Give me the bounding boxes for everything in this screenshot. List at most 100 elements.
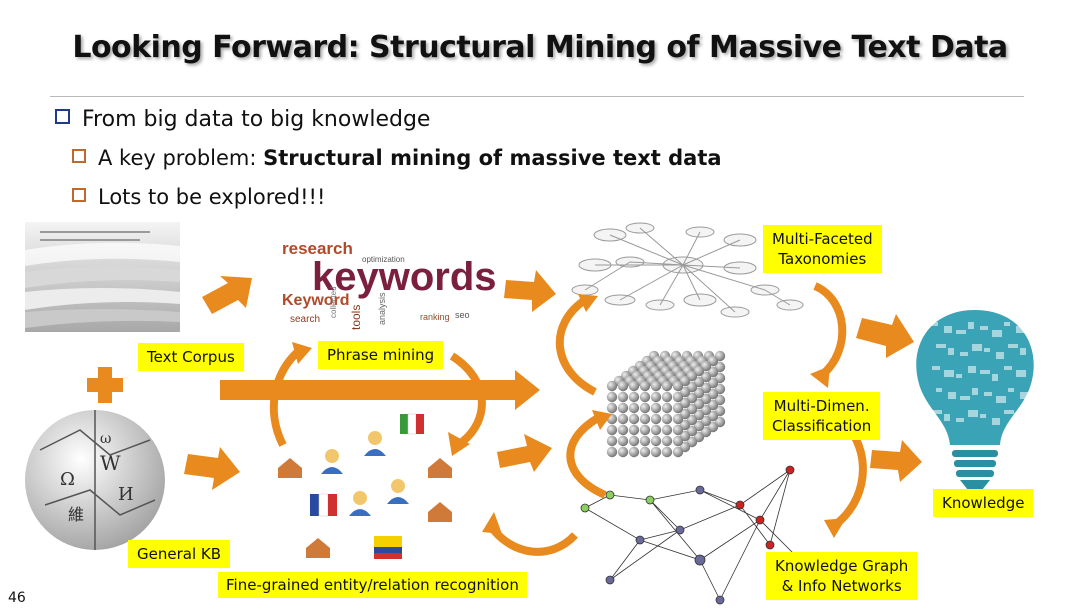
bulb-tile <box>932 410 942 414</box>
cube-sphere <box>661 402 673 414</box>
label-taxonomies-line2: Taxonomies <box>778 250 867 268</box>
cube-sphere <box>639 380 651 392</box>
cube-sphere <box>628 380 640 392</box>
cube-sphere <box>628 413 640 425</box>
cube-sphere <box>661 435 673 447</box>
bullet-2: A key problem: Structural mining of mass… <box>72 146 722 170</box>
curved-arrow-icon <box>832 427 867 529</box>
cube-sphere <box>628 402 640 414</box>
bulb-tile <box>1004 322 1010 326</box>
person-icon <box>387 479 409 504</box>
wordcloud-analysis: analysis <box>377 292 387 325</box>
cube-sphere <box>650 413 662 425</box>
cube-sphere <box>661 413 673 425</box>
wordcloud-research: research <box>282 239 353 258</box>
bulb-tile <box>968 366 976 373</box>
house-icon <box>306 538 330 558</box>
cube-sphere <box>672 380 684 392</box>
italy-flag-icon <box>400 413 424 435</box>
bulb-tile <box>968 410 978 417</box>
title-divider <box>50 96 1024 97</box>
bulb-tile <box>1016 370 1026 377</box>
wikipedia-globe-icon: W Ω И 維 ω <box>25 410 165 550</box>
cube-sphere <box>672 446 684 458</box>
wordcloud-search: search <box>290 314 320 325</box>
bulb-tile <box>992 418 1000 425</box>
arrow-right-icon <box>497 434 552 472</box>
cube-sphere <box>617 413 629 425</box>
person-icon <box>349 491 371 516</box>
label-phrase-mining: Phrase mining <box>318 341 444 369</box>
cube-sphere <box>617 380 629 392</box>
bulb-tile <box>948 348 954 355</box>
cube-sphere <box>672 402 684 414</box>
wordcloud-optimization: optimization <box>362 255 405 264</box>
label-general-kb: General KB <box>128 540 231 568</box>
wiki-glyph-wei: 維 <box>68 505 84 524</box>
house-icon <box>278 458 302 478</box>
curved-arrow-icon <box>269 346 303 447</box>
sub-bullet-square-icon <box>72 188 86 202</box>
bulb-tile <box>936 388 942 392</box>
bulb-tile <box>956 330 966 334</box>
cube-sphere <box>628 424 640 436</box>
sub-bullet-square-icon <box>72 149 86 163</box>
cube-sphere <box>639 402 651 414</box>
label-knowledge-graph-line1: Knowledge Graph <box>775 557 909 575</box>
label-classification-line1: Multi-Dimen. <box>773 397 870 415</box>
wordcloud-seo: seo <box>455 310 470 320</box>
bulb-tile <box>992 330 1002 337</box>
label-text-corpus: Text Corpus <box>138 343 244 371</box>
bulb-tile <box>996 396 1006 403</box>
person-icon <box>364 431 386 456</box>
cube-sphere <box>628 446 640 458</box>
cube-sphere <box>672 435 684 447</box>
curved-arrow-heads <box>292 294 846 538</box>
keywords-wordcloud-image: research keywords Keyword optimization t… <box>282 239 497 330</box>
label-taxonomies-line1: Multi-Faceted <box>772 230 873 248</box>
bulb-tile <box>944 414 950 421</box>
bullet-3: Lots to be explored!!! <box>72 185 325 209</box>
cube-sphere <box>650 402 662 414</box>
arrow-right-icon <box>870 440 922 482</box>
cube-sphere <box>639 435 651 447</box>
bulb-tile <box>944 370 954 377</box>
cube-sphere <box>628 435 640 447</box>
cube-sphere <box>672 413 684 425</box>
label-classification: Multi-Dimen.Classification <box>763 392 881 440</box>
bulb-tile <box>948 392 956 399</box>
flow-arrows <box>184 270 922 490</box>
curved-arrow-icon <box>555 296 597 396</box>
bulb-tile <box>1004 410 1014 414</box>
curved-arrow-icon <box>486 522 578 556</box>
entity-icons <box>278 413 452 559</box>
cube-sphere <box>661 424 673 436</box>
wiki-glyph-omega: Ω <box>60 469 75 490</box>
data-cube-image <box>606 350 726 458</box>
cube-sphere <box>672 424 684 436</box>
label-knowledge-graph: Knowledge Graph & Info Networks <box>766 552 918 600</box>
wordcloud-collected: collected <box>329 286 338 318</box>
curved-arrow-icon <box>449 352 486 446</box>
label-entity-recognition: Fine-grained entity/relation recognition <box>218 572 527 598</box>
bullet-3-text: Lots to be explored!!! <box>98 185 326 209</box>
cube-sphere <box>661 380 673 392</box>
newspaper-stack-icon <box>25 222 180 332</box>
cube-sphere <box>639 391 651 403</box>
house-icon <box>428 458 452 478</box>
bulb-tile <box>1016 414 1022 421</box>
bulb-tile <box>1020 348 1026 355</box>
cube-sphere <box>617 424 629 436</box>
arrow-right-icon <box>856 314 914 358</box>
bullet-2-bold: Structural mining of massive text data <box>263 146 722 170</box>
bullet-1-text: From big data to big knowledge <box>82 107 431 132</box>
curved-arrow-icon <box>566 414 607 499</box>
plus-icon <box>87 367 123 403</box>
cube-sphere <box>628 391 640 403</box>
cube-sphere <box>606 424 618 436</box>
cube-sphere <box>672 391 684 403</box>
bulb-tile <box>1016 326 1024 333</box>
label-knowledge-graph-line2: & Info Networks <box>781 577 902 595</box>
cube-sphere <box>639 446 651 458</box>
